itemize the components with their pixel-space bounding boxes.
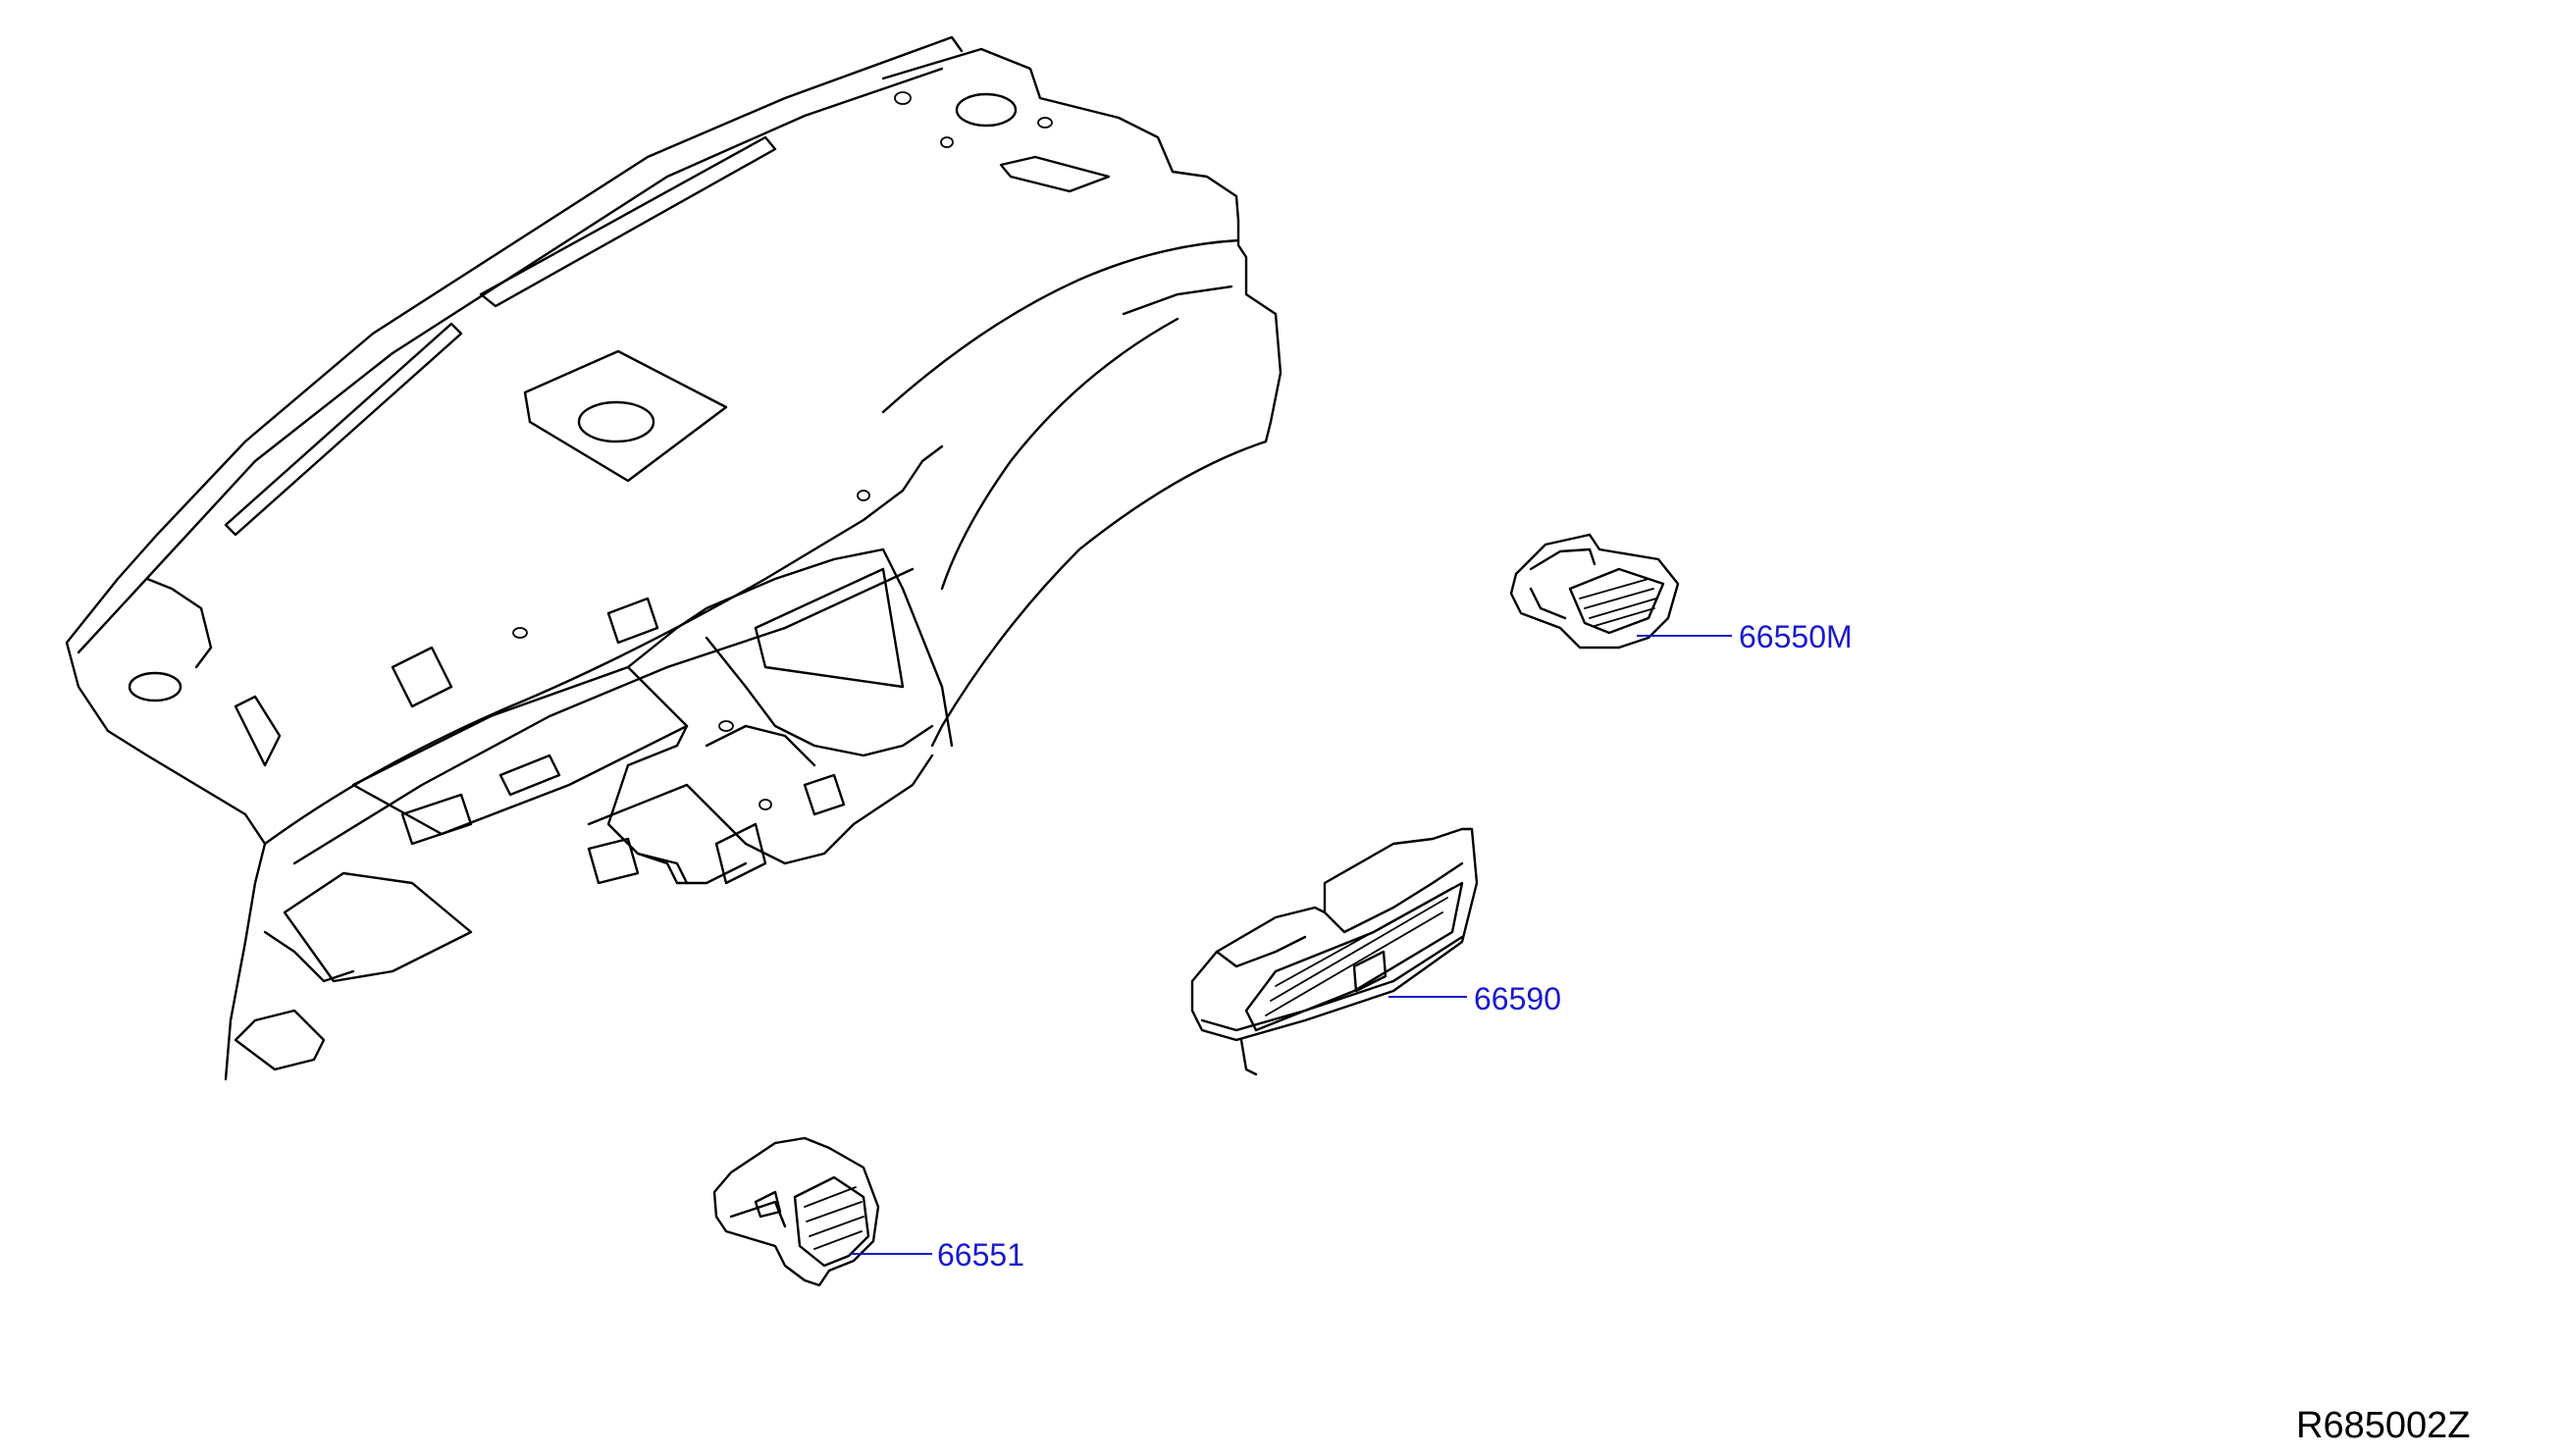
callout-66551[interactable]: 66551 — [937, 1237, 1024, 1273]
side-vent-left-drawing — [712, 1136, 932, 1287]
instrument-panel-drawing — [65, 35, 1282, 1081]
diagram-reference-code: R685002Z — [2296, 1405, 2470, 1446]
callout-66550M[interactable]: 66550M — [1739, 619, 1853, 654]
callout-66590[interactable]: 66590 — [1474, 981, 1561, 1016]
center-vent-drawing — [1190, 827, 1479, 1076]
side-vent-right-drawing — [1509, 533, 1732, 650]
